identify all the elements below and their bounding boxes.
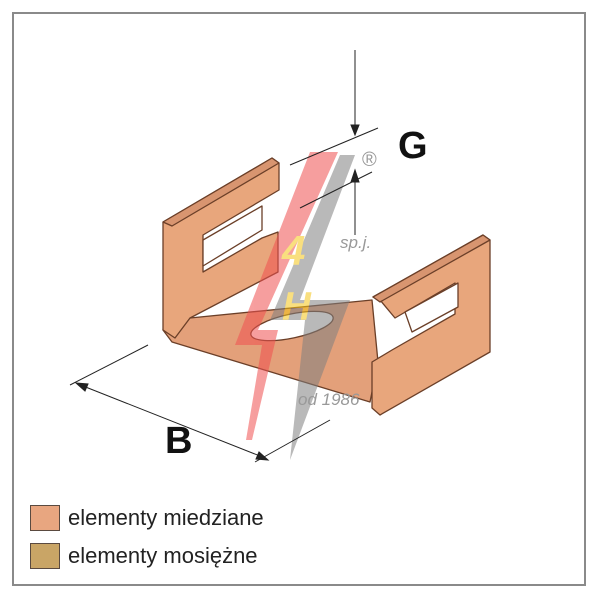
legend-item-brass: elementy mosiężne <box>30 543 258 569</box>
logo-since: od 1986 <box>298 390 360 409</box>
dimension-label-b: B <box>165 420 193 462</box>
company-logo: 4 H <box>235 152 355 460</box>
logo-suffix: sp.j. <box>340 233 371 252</box>
legend-swatch-copper <box>30 505 60 531</box>
right-wall <box>371 234 491 416</box>
logo-letter: H <box>282 285 312 329</box>
legend-label: elementy miedziane <box>68 505 264 530</box>
left-slot <box>202 205 263 267</box>
logo-gray-bolt <box>270 155 355 460</box>
logo-digit: 4 <box>281 227 305 274</box>
dimension-b <box>69 344 331 463</box>
diagram-frame <box>12 12 586 586</box>
dimension-label-g: G <box>398 125 428 167</box>
logo-red-bolt <box>235 152 338 440</box>
legend-label: elementy mosiężne <box>68 543 258 568</box>
legend-swatch-brass <box>30 543 60 569</box>
registered-mark: ® <box>362 149 377 171</box>
dimension-g <box>289 50 379 235</box>
legend-item-copper: elementy miedziane <box>30 505 264 531</box>
right-wall-top-edge <box>372 234 491 303</box>
left-wall-top-edge <box>162 157 280 227</box>
right-slot <box>404 282 459 333</box>
